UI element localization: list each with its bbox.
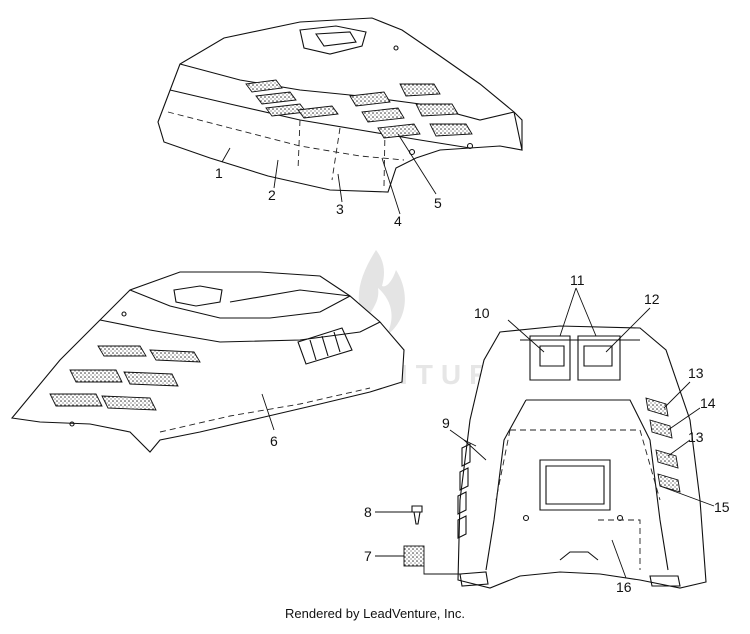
callout-15: 15: [714, 499, 730, 515]
leader-lines: [221, 133, 715, 579]
foam-pad-icon: [403, 545, 425, 567]
hood-top-outline: [157, 17, 523, 193]
screw-icon: [411, 505, 423, 525]
hood-side-assembly: [10, 271, 405, 453]
credit-footer: Rendered by LeadVenture, Inc.: [285, 606, 465, 621]
callout-1: 1: [215, 165, 223, 181]
hood-top-ridge-lower: [169, 89, 471, 149]
hood-underside-outline: [457, 325, 707, 589]
callout-8: 8: [364, 504, 372, 520]
callout-13-upper: 13: [688, 365, 704, 381]
callout-2: 2: [268, 187, 276, 203]
callout-6: 6: [270, 433, 278, 449]
callout-3: 3: [336, 201, 344, 217]
callout-16: 16: [616, 579, 632, 595]
callout-4: 4: [394, 213, 402, 229]
callout-13-lower: 13: [688, 429, 704, 445]
fastener-parts: [403, 505, 462, 575]
callout-5: 5: [434, 195, 442, 211]
hood-top-assembly: [157, 17, 523, 193]
callout-7: 7: [364, 548, 372, 564]
callout-14: 14: [700, 395, 716, 411]
hood-underside-assembly: [457, 325, 707, 589]
flame-logo-icon: [358, 250, 405, 336]
callout-labels: 1 2 3 4 5 6 7 8 9 10 11 12 13 14 13 15 1…: [215, 165, 730, 595]
callout-12: 12: [644, 291, 660, 307]
callout-9: 9: [442, 415, 450, 431]
callout-11: 11: [570, 272, 585, 288]
callout-10: 10: [474, 305, 490, 321]
